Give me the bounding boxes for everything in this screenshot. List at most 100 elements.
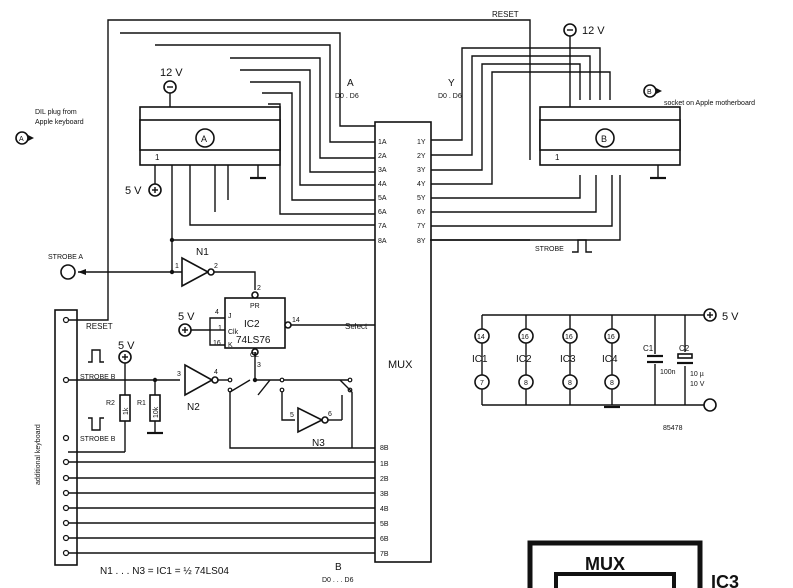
ic1-label: IC1 — [472, 354, 488, 365]
svg-text:7: 7 — [480, 380, 484, 387]
svg-text:2: 2 — [257, 285, 261, 292]
mux-pin-2y: 2Y — [417, 153, 426, 160]
mux-pin-5a: 5A — [378, 195, 387, 202]
bus-a-sub-label: D0 . D6 — [335, 93, 359, 100]
svg-text:A: A — [19, 136, 24, 143]
svg-text:3: 3 — [257, 362, 261, 369]
mux-ic3-fragment: MUX IC3 — [527, 540, 739, 588]
mux-pin-1y: 1Y — [417, 139, 426, 146]
v5-ff-label: 5 V — [178, 311, 195, 323]
mux-pin-7y: 7Y — [417, 223, 426, 230]
ic3-bottom-label: IC3 — [711, 572, 739, 588]
svg-text:10k: 10k — [153, 406, 160, 418]
svg-text:3: 3 — [177, 371, 181, 378]
mux-pin-6b: 6B — [380, 536, 389, 543]
bus-b-sub-label: D0 . . . D6 — [322, 577, 354, 584]
clk-label: Clk — [228, 329, 239, 336]
dil-plug-label-1: DIL plug from — [35, 109, 77, 116]
mux-bottom-label: MUX — [585, 554, 625, 574]
svg-text:1: 1 — [218, 325, 222, 332]
additional-keyboard-connector — [54, 309, 78, 566]
svg-text:1: 1 — [175, 263, 179, 270]
chip-b-label: B — [601, 134, 607, 144]
v12-left-supply: 12 V — [160, 67, 183, 107]
top-wiring: RESET — [107, 10, 621, 241]
reset-top-label: RESET — [492, 10, 519, 19]
r2-label: R2 — [106, 400, 115, 407]
c2-value-1: 10 µ — [690, 371, 704, 378]
pulse-icon — [88, 349, 104, 363]
svg-text:1k: 1k — [123, 407, 130, 415]
dil-plug-label-2: Apple keyboard — [35, 119, 84, 126]
mux-pin-3a: 3A — [378, 167, 387, 174]
connector-b-icon: B — [643, 84, 662, 98]
inverter-n1: N1 1 2 — [175, 247, 218, 288]
mux-pin-1b: 1B — [380, 461, 389, 468]
n1-label: N1 — [196, 247, 209, 258]
svg-text:6: 6 — [328, 411, 332, 418]
svg-text:8: 8 — [524, 380, 528, 387]
bus-a-label: A — [347, 78, 354, 89]
mux-pin-3b: 3B — [380, 491, 389, 498]
c2-value-2: 10 V — [690, 381, 705, 388]
n3-label: N3 — [312, 438, 325, 449]
mux-pin-7a: 7A — [378, 223, 387, 230]
v12-right-label: 12 V — [582, 25, 605, 37]
mux-pin-8b: 8B — [380, 445, 389, 452]
strobe-a-label: STROBE A — [48, 254, 83, 261]
svg-text:4: 4 — [214, 369, 218, 376]
mux-pin-2a: 2A — [378, 153, 387, 160]
svg-text:8: 8 — [568, 380, 572, 387]
bus-y-label: Y — [448, 78, 455, 89]
mux-pin-3y: 3Y — [417, 167, 426, 174]
mux-pin-6a: 6A — [378, 209, 387, 216]
svg-text:14: 14 — [477, 334, 485, 341]
strobe-b1-label: STROBE B — [80, 374, 116, 381]
additional-keyboard-label: additional keyboard — [35, 424, 42, 485]
chip-b: B 1 — [539, 106, 681, 166]
mux-pin-6y: 6Y — [417, 209, 426, 216]
r1-label: R1 — [137, 400, 146, 407]
ic2-label: IC2 — [244, 319, 260, 330]
ic4-label: IC4 — [602, 354, 618, 365]
power-decoupling: 5 V 14 16 16 16 IC1 IC2 IC3 IC4 7 8 8 8 … — [472, 308, 739, 432]
svg-text:16: 16 — [213, 340, 221, 347]
v5-ff-supply: 5 V — [178, 311, 195, 337]
strobe-right-label: STROBE — [535, 246, 564, 253]
mux-pin-8y: 8Y — [417, 238, 426, 245]
strobe-a-input: STROBE A — [48, 254, 83, 280]
mux-block: MUX 1A 2A 3A 4A 5A 6A 7A 8A 1Y 2Y 3Y 4Y … — [374, 121, 432, 563]
svg-text:5: 5 — [290, 412, 294, 419]
inverter-n3: N3 5 6 — [290, 406, 332, 449]
ic3-label: IC3 — [560, 354, 576, 365]
mux-label: MUX — [388, 359, 413, 371]
select-label: Select — [345, 322, 368, 331]
gates-note: N1 . . . N3 = IC1 = ½ 74LS04 — [100, 566, 229, 577]
svg-text:16: 16 — [565, 334, 573, 341]
flip-flop-ic2: IC2 74LS76 PR CL Clk J K 2 14 4 16 1 3 — [213, 285, 300, 369]
v5-r-label: 5 V — [118, 340, 135, 352]
inverter-n2: N2 3 4 — [177, 363, 219, 413]
reset-left-label: RESET — [86, 322, 113, 331]
mux-pin-7b: 7B — [380, 551, 389, 558]
mux-pin-5y: 5Y — [417, 195, 426, 202]
mux-pin-8a: 8A — [378, 238, 387, 245]
v5-r-supply: 5 V — [118, 340, 135, 364]
svg-text:2: 2 — [214, 263, 218, 270]
mux-pin-2b: 2B — [380, 476, 389, 483]
svg-text:8: 8 — [610, 380, 614, 387]
chip-b-pin1: 1 — [555, 153, 560, 162]
n2-label: N2 — [187, 402, 200, 413]
v12-left-label: 12 V — [160, 67, 183, 79]
socket-label: socket on Apple motherboard — [664, 100, 755, 107]
bus-b-label: B — [335, 562, 342, 573]
pr-label: PR — [250, 303, 260, 310]
strobe-b2-label: STROBE B — [80, 436, 116, 443]
chip-a-label: A — [201, 134, 207, 144]
connector-a-icon: A — [15, 131, 34, 145]
pulse-icon — [88, 417, 104, 431]
ic2-supply-label: IC2 — [516, 354, 532, 365]
v5-supply-label: 5 V — [722, 311, 739, 323]
c1-value: 100n — [660, 369, 676, 376]
